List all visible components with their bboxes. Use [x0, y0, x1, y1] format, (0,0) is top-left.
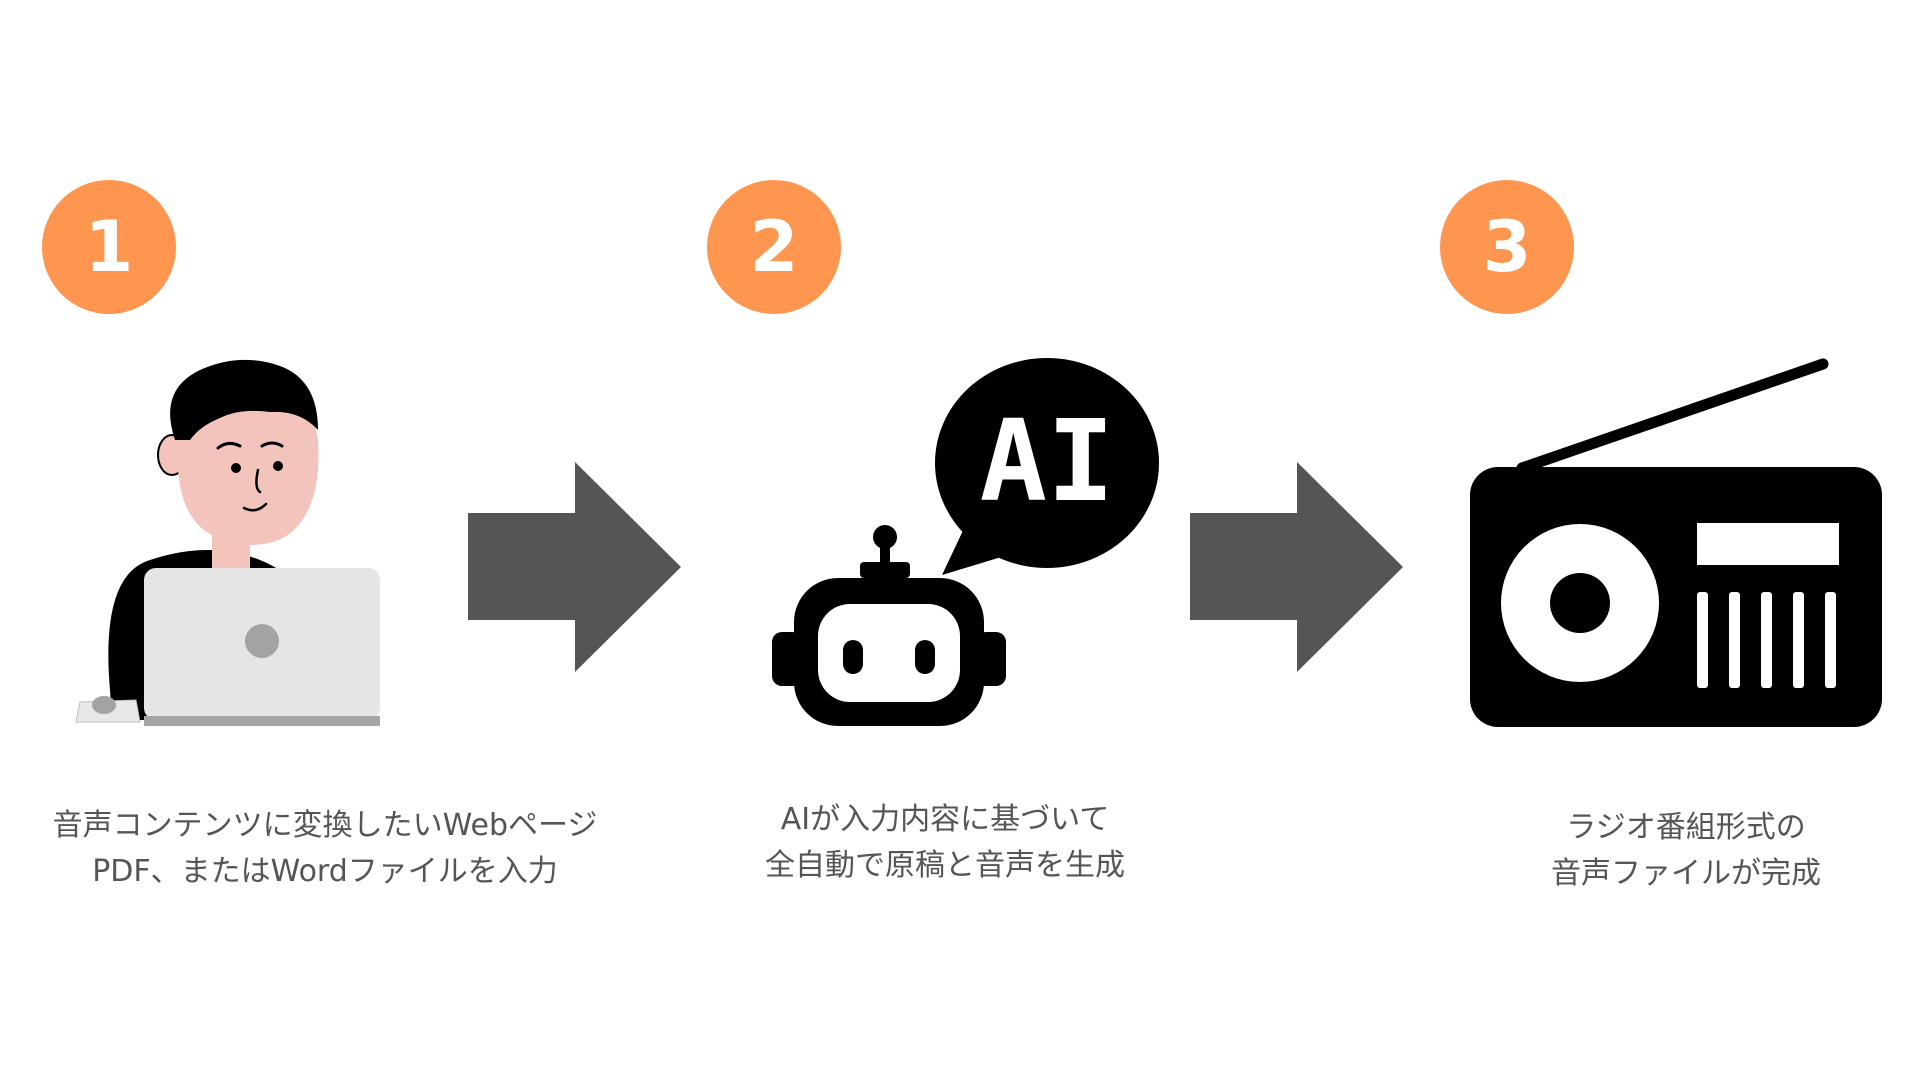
step-1-caption-line-1: 音声コンテンツに変換したいWebページ	[52, 808, 598, 843]
step-3-caption-line-2: 音声ファイルが完成	[1551, 856, 1821, 891]
step-1-badge: 1	[42, 180, 176, 314]
ai-robot-icon: AI	[772, 358, 1159, 726]
arrow-right-icon	[1190, 462, 1403, 672]
radio-display	[1697, 523, 1839, 565]
step-3-badge: 3	[1440, 180, 1574, 314]
person-face	[178, 378, 319, 570]
step-3-caption: ラジオ番組形式の 音声ファイルが完成	[1366, 805, 1920, 897]
step-1-caption: 音声コンテンツに変換したいWebページ PDF、またはWordファイルを入力	[5, 803, 645, 895]
laptop-base	[144, 716, 380, 726]
person-laptop-icon	[75, 359, 380, 726]
step-3-caption-line-1: ラジオ番組形式の	[1566, 810, 1806, 845]
step-1-caption-line-2: PDF、またはWordファイルを入力	[92, 854, 558, 889]
step-2-caption-line-1: AIが入力内容に基づいて	[780, 802, 1110, 837]
ai-bubble-text: AI	[980, 397, 1115, 527]
radio-icon	[1470, 358, 1882, 727]
laptop-logo	[245, 624, 279, 658]
step-2-caption-line-2: 全自動で原稿と音声を生成	[765, 848, 1125, 883]
step-2-caption: AIが入力内容に基づいて 全自動で原稿と音声を生成	[625, 797, 1265, 889]
radio-antenna	[1516, 358, 1829, 474]
arrow-right-icon	[468, 462, 681, 672]
speech-bubble	[935, 358, 1159, 568]
person-hair	[170, 359, 318, 440]
step-2-badge: 2	[707, 180, 841, 314]
